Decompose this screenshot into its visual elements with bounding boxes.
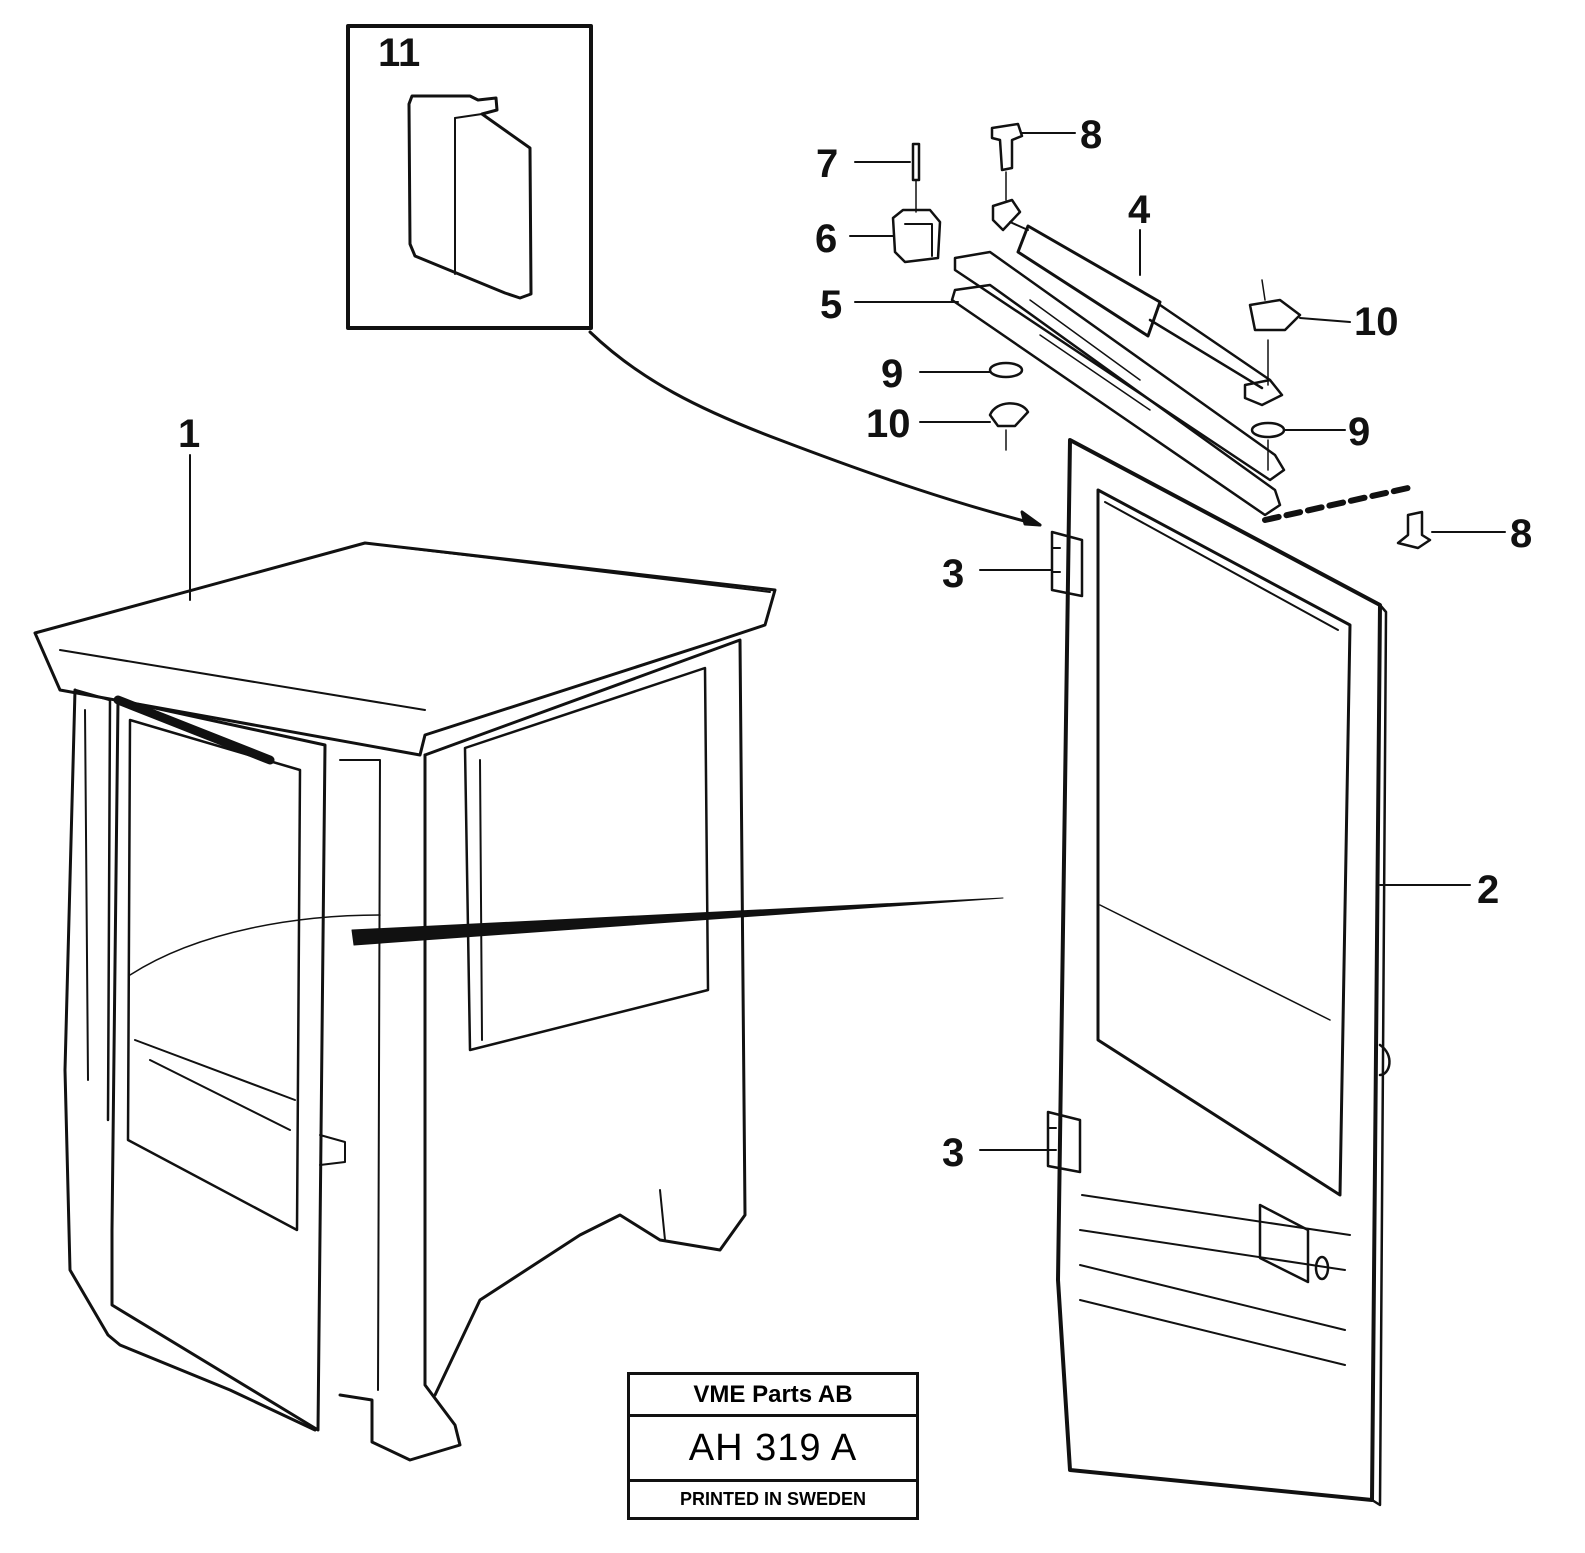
callout-8-lower: 8	[1510, 512, 1532, 556]
callout-4: 4	[1128, 188, 1151, 232]
callout-leaders	[189, 132, 1506, 1151]
callout-9-right: 9	[1348, 410, 1370, 454]
detail-inset-11	[346, 24, 593, 330]
callout-1: 1	[178, 412, 200, 456]
callout-7: 7	[816, 142, 838, 186]
bolt-8-upper	[990, 122, 1024, 172]
cab-door-leader	[351, 897, 1004, 946]
cover-cap-part	[407, 94, 533, 300]
hinge-lower	[1046, 1110, 1082, 1174]
door-panel-2	[1056, 438, 1391, 1507]
company-name: VME Parts AB	[630, 1375, 916, 1417]
inset-leader-curve	[588, 330, 1042, 527]
callout-10-left: 10	[866, 402, 911, 446]
callout-6: 6	[815, 217, 837, 261]
washer-9-right	[1250, 421, 1286, 439]
title-block: VME Parts AB AH 319 A PRINTED IN SWEDEN	[627, 1372, 919, 1520]
printed-note: PRINTED IN SWEDEN	[679, 1489, 866, 1509]
drawing-number: AH 319 A	[630, 1417, 916, 1482]
cab-door-open	[110, 698, 327, 1432]
clip-10-right	[1248, 298, 1302, 332]
callout-2: 2	[1477, 868, 1499, 912]
callout-10-right: 10	[1354, 300, 1399, 344]
callout-5: 5	[820, 283, 842, 327]
callout-3-upper: 3	[942, 552, 964, 596]
callout-3-lower: 3	[942, 1131, 964, 1175]
pin-7	[911, 142, 921, 182]
door-lock-plate	[1258, 1203, 1310, 1284]
gas-spring-4	[991, 198, 1284, 407]
block-6	[891, 208, 942, 264]
bracket-5	[950, 250, 1286, 517]
callout-9-left: 9	[881, 352, 903, 396]
callout-8-upper: 8	[1080, 113, 1102, 157]
door-handle	[1314, 1255, 1330, 1281]
bolt-8-lower	[1396, 510, 1432, 550]
cab-assembly	[33, 541, 777, 1462]
clip-10-left	[988, 402, 1030, 428]
washer-9-left	[988, 361, 1024, 379]
callout-11: 11	[378, 31, 420, 75]
